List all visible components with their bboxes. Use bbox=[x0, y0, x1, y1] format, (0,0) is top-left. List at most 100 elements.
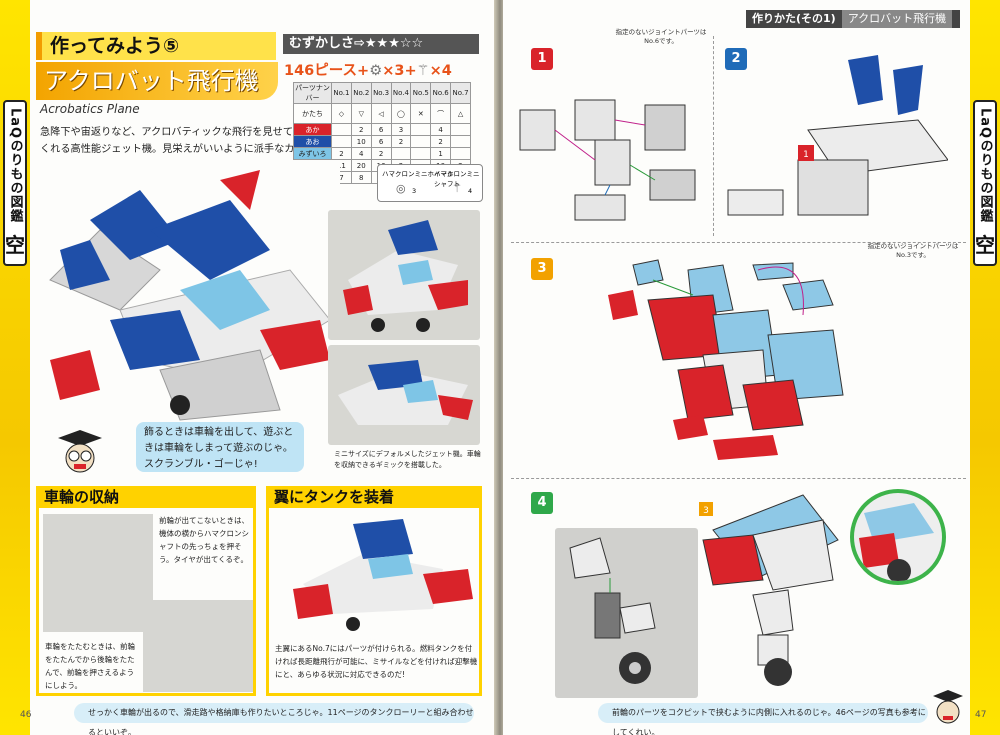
header-steps-label: 作りかた(その1) bbox=[752, 12, 836, 25]
table-header: No.3 bbox=[370, 82, 392, 104]
title-small: 作ってみよう⑤ bbox=[50, 35, 180, 57]
title-english: Acrobatics Plane bbox=[40, 102, 140, 116]
count-cell bbox=[410, 147, 432, 160]
section-wheel-box: 前輪が出てこないときは、機体の横からハマクロンシャフトの先っちょを押そう。タイヤ… bbox=[36, 508, 256, 696]
mini-wheel-count: 3 bbox=[412, 187, 417, 195]
divider-1 bbox=[511, 242, 966, 243]
shape-icon: ▽ bbox=[350, 103, 372, 124]
count-cell bbox=[450, 123, 471, 136]
table-header: No.2 bbox=[350, 82, 372, 104]
step-4-inset bbox=[555, 528, 698, 698]
divider-vertical bbox=[713, 36, 714, 236]
side-sky-label: 空 bbox=[5, 233, 25, 258]
table-header: No.7 bbox=[450, 82, 471, 104]
plane-photo-wheels-in bbox=[328, 345, 480, 445]
count-cell: 3 bbox=[390, 123, 412, 136]
professor-icon-right bbox=[933, 690, 963, 724]
plane-thumb-b bbox=[338, 360, 473, 425]
left-page: LaQのりもの図鑑 空 作ってみよう⑤ アクロバット飛行機 Acrobatics… bbox=[0, 0, 497, 735]
section-tank-text: 主翼にあるNo.7にはパーツが付けられる。燃料タンクを付ければ長距離飛行が可能に… bbox=[275, 644, 478, 679]
shape-icon: ◯ bbox=[390, 103, 412, 124]
pieces-count: 146ピース+⚙×3+⚚×4 bbox=[284, 59, 452, 80]
header-model-name: アクロバット飛行機 bbox=[841, 10, 953, 28]
shape-icon: △ bbox=[450, 103, 471, 124]
step-3-diagram bbox=[608, 259, 844, 460]
count-cell bbox=[450, 147, 471, 160]
zoom-wheel-diagram bbox=[859, 503, 934, 581]
divider-2 bbox=[511, 478, 966, 479]
table-header: パーツナンバー bbox=[293, 82, 332, 104]
step-2-diagram: 1 bbox=[727, 55, 948, 216]
svg-text:3: 3 bbox=[703, 506, 709, 516]
left-footer-tip: せっかく車輪が出るので、滑走路や格納庫も作りたいところじゃ。11ページのタンクロ… bbox=[74, 703, 474, 735]
left-side-label-box: LaQのりもの図鑑 空 bbox=[3, 100, 27, 267]
tank-plane-photo bbox=[293, 519, 473, 631]
step-3-badge: 3 bbox=[531, 258, 553, 280]
table-header: No.4 bbox=[390, 82, 412, 104]
step-4-zoom-circle bbox=[850, 489, 946, 585]
table-header: No.6 bbox=[430, 82, 452, 104]
note-joint-no6: 指定のないジョイントパーツはNo.6です。 bbox=[615, 28, 707, 45]
section-wheel-text-a: 前輪が出てこないときは、機体の横からハマクロンシャフトの先っちょを押そう。タイヤ… bbox=[159, 516, 249, 564]
step-4-diagram: 3 bbox=[699, 494, 839, 686]
step-4-badge: 4 bbox=[531, 492, 553, 514]
count-cell: 6 bbox=[370, 123, 392, 136]
color-name-cell: あか bbox=[293, 123, 332, 136]
mini-wheel-label: ハマクロンミニホイール bbox=[382, 170, 454, 178]
section-wheel-text-b: 車輪をたたむときは、前輪をたたんでから後輪をたたんで、前輪を押さえるようにしよう… bbox=[45, 642, 135, 690]
wheel-icon: ⚙ bbox=[369, 63, 383, 79]
photo-caption: ミニサイズにデフォルメしたジェット機。車輪を収納できるギミックを搭載した。 bbox=[334, 450, 481, 469]
count-cell: 1 bbox=[430, 147, 452, 160]
right-page: LaQのりもの図鑑 空 作りかた(その1)アクロバット飛行機 1 2 3 4 指… bbox=[503, 0, 1000, 735]
mini-parts-box: ハマクロンミニホイール ハマクロンミニシャフト ◎ 3 ⚚ 4 bbox=[377, 164, 483, 202]
shape-icon: ✕ bbox=[410, 103, 432, 124]
count-cell: 2 bbox=[390, 135, 412, 148]
svg-text:1: 1 bbox=[803, 150, 809, 160]
color-name-cell: みずいろ bbox=[293, 147, 332, 160]
side-sky-label-right: 空 bbox=[975, 233, 995, 258]
count-cell: 10 bbox=[350, 135, 372, 148]
section-tank-title: 翼にタンクを装着 bbox=[266, 486, 482, 508]
shaft-icon: ⚚ bbox=[416, 63, 430, 79]
professor-mascot-right bbox=[928, 688, 968, 728]
mini-shaft-icon: ⚚ bbox=[452, 182, 462, 195]
right-side-label-box: LaQのりもの図鑑 空 bbox=[973, 100, 997, 267]
left-side-band: LaQのりもの図鑑 空 bbox=[0, 0, 30, 735]
count-cell: 2 bbox=[370, 147, 392, 160]
shape-icon: ⌒ bbox=[430, 103, 452, 124]
shape-label: かたち bbox=[293, 103, 332, 124]
count-cell bbox=[390, 147, 412, 160]
count-cell: 6 bbox=[370, 135, 392, 148]
section-tank-box: 主翼にあるNo.7にはパーツが付けられる。燃料タンクを付ければ長距離飛行が可能に… bbox=[266, 508, 482, 696]
main-plane-photo bbox=[30, 160, 340, 430]
page-title: アクロバット飛行機 bbox=[44, 67, 259, 95]
count-cell: 20 bbox=[350, 159, 372, 172]
plane-thumb-a bbox=[343, 220, 468, 332]
count-cell bbox=[331, 135, 352, 148]
pieces-a: ×3+ bbox=[382, 63, 417, 79]
title-small-bar: 作ってみよう⑤ bbox=[36, 32, 276, 60]
plane-photo-wheels-out bbox=[328, 210, 480, 340]
side-label-right: LaQのりもの図鑑 bbox=[977, 108, 993, 224]
mini-wheel-icon: ◎ bbox=[396, 182, 406, 195]
professor-icon bbox=[58, 430, 102, 473]
pieces-main: 146ピース+ bbox=[284, 63, 370, 79]
mini-shaft-label: ハマクロンミニシャフト bbox=[434, 170, 480, 188]
difficulty-bar: むずかしさ⇨★★★☆☆ bbox=[283, 34, 479, 54]
plane-illustration bbox=[49, 170, 331, 421]
step-4-inset-diagram bbox=[569, 537, 656, 684]
count-cell bbox=[331, 123, 352, 136]
step-1-badge: 1 bbox=[531, 48, 553, 70]
wheel-photo-1 bbox=[43, 514, 153, 632]
color-name-cell: あお bbox=[293, 135, 332, 148]
wheel-photo-2 bbox=[143, 600, 253, 692]
note-joint-no3: 指定のないジョイントパーツはNo.3です。 bbox=[867, 242, 959, 259]
count-cell bbox=[410, 135, 432, 148]
count-cell bbox=[410, 123, 432, 136]
count-cell: 4 bbox=[350, 147, 372, 160]
mini-shaft-count: 4 bbox=[468, 187, 473, 195]
title-main-bar: アクロバット飛行機 bbox=[36, 62, 278, 100]
